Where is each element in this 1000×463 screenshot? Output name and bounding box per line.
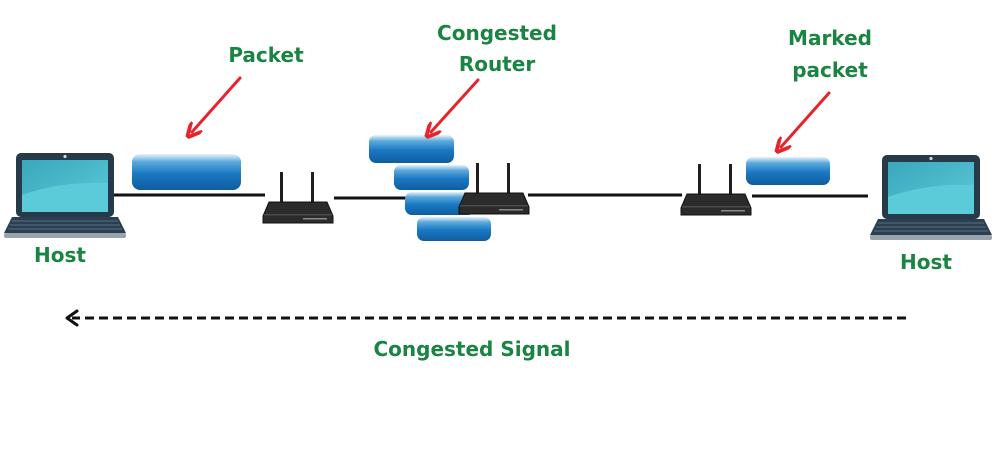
router-3-icon [680, 163, 752, 216]
queued-packet [405, 192, 475, 215]
router-pointer-arrow-icon [431, 78, 480, 132]
queued-packet [369, 135, 454, 163]
packet-pointer-arrow-icon [192, 76, 242, 132]
marked-packet-label-line2: packet [792, 58, 868, 82]
congested-router-label-line1: Congested [437, 21, 557, 45]
congested-router-icon [458, 162, 530, 215]
marked-packet [746, 157, 830, 185]
packet-queue [369, 135, 491, 241]
congested-signal-arrow [65, 309, 906, 327]
host-left-label: Host [34, 243, 86, 267]
packet [132, 154, 241, 190]
host-left-laptop-icon [4, 153, 126, 238]
host-right-label: Host [900, 250, 952, 274]
congested-signal-label: Congested Signal [373, 337, 571, 361]
packet-label: Packet [228, 43, 304, 67]
congested-router-label-line2: Router [458, 52, 536, 76]
marked-packet-pointer-arrow-icon [781, 91, 831, 147]
marked-packet-label-line1: Marked [788, 26, 872, 50]
arrow-left-icon [65, 309, 79, 327]
queued-packet [394, 165, 469, 190]
router-1-icon [262, 171, 334, 224]
host-right-laptop-icon [870, 155, 992, 240]
queued-packet [417, 217, 491, 241]
